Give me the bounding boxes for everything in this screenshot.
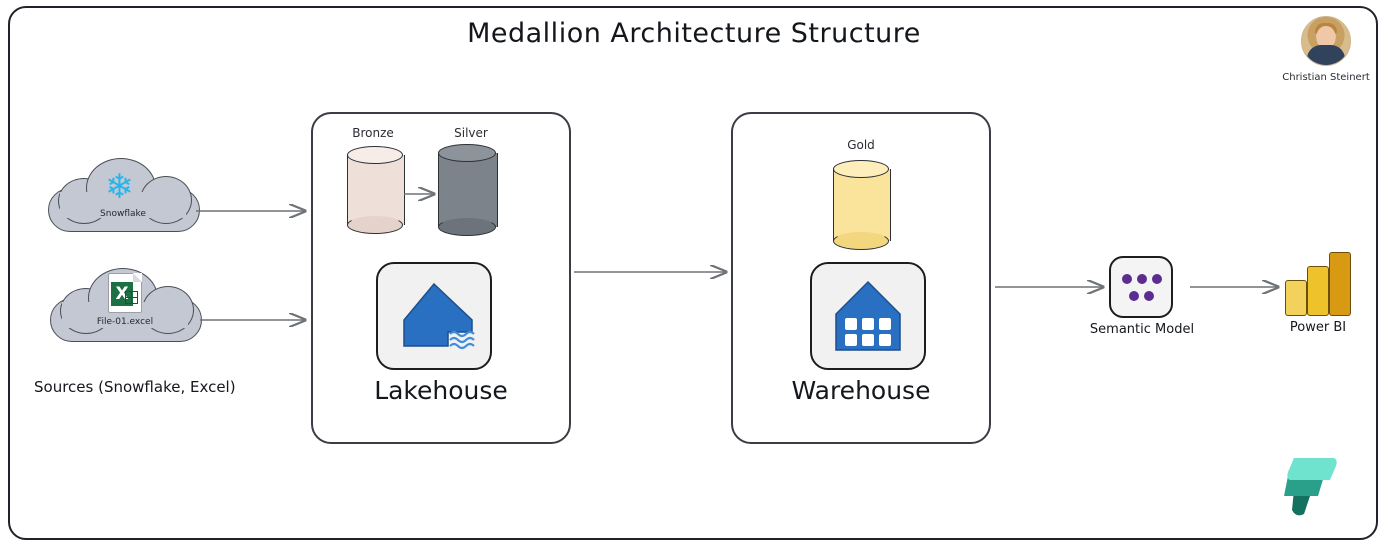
avatar-body xyxy=(1307,45,1345,65)
author-name: Christian Steinert xyxy=(1282,72,1370,83)
warehouse-container[interactable]: Gold Warehouse xyxy=(731,112,991,444)
bronze-label: Bronze xyxy=(352,126,394,140)
lakehouse-title: Lakehouse xyxy=(374,376,508,405)
lakehouse-container[interactable]: Bronze Silver Lakehouse xyxy=(311,112,571,444)
silver-label: Silver xyxy=(454,126,488,140)
snowflake-source[interactable]: ❄ Snowflake xyxy=(48,158,200,232)
semantic-model-icon xyxy=(1122,274,1132,284)
page-title: Medallion Architecture Structure xyxy=(467,18,921,49)
avatar-head xyxy=(1316,26,1336,48)
snowflake-icon: ❄ xyxy=(105,167,134,207)
author-badge: Christian Steinert xyxy=(1276,16,1376,83)
semantic-model-dot xyxy=(1152,274,1162,284)
semantic-model-dot xyxy=(1137,274,1147,284)
semantic-model-label: Semantic Model xyxy=(1089,322,1195,337)
microsoft-fabric-logo xyxy=(1272,448,1342,520)
snowflake-label: Snowflake xyxy=(100,209,146,219)
gold-label: Gold xyxy=(847,138,875,152)
warehouse-icon xyxy=(835,280,901,351)
semantic-model-tile[interactable] xyxy=(1109,256,1173,318)
warehouse-title: Warehouse xyxy=(791,376,931,405)
lakehouse-tile[interactable] xyxy=(376,262,492,370)
silver-cylinder[interactable] xyxy=(438,144,498,236)
excel-file-icon: X xyxy=(108,273,142,313)
diagram-frame xyxy=(8,6,1378,540)
power-bi-icon[interactable] xyxy=(1285,252,1351,316)
avatar xyxy=(1301,16,1351,66)
warehouse-tile[interactable] xyxy=(810,262,926,370)
excel-source[interactable]: X File-01.excel xyxy=(50,268,202,342)
bronze-cylinder[interactable] xyxy=(347,146,405,234)
sources-caption: Sources (Snowflake, Excel) xyxy=(34,378,236,396)
lakehouse-icon xyxy=(403,282,475,350)
power-bi-label: Power BI xyxy=(1289,320,1347,335)
excel-grid-glyph xyxy=(125,291,138,304)
gold-cylinder[interactable] xyxy=(833,160,891,250)
semantic-model-dot xyxy=(1144,291,1154,301)
semantic-model-dot xyxy=(1129,291,1139,301)
excel-label: File-01.excel xyxy=(96,317,154,327)
